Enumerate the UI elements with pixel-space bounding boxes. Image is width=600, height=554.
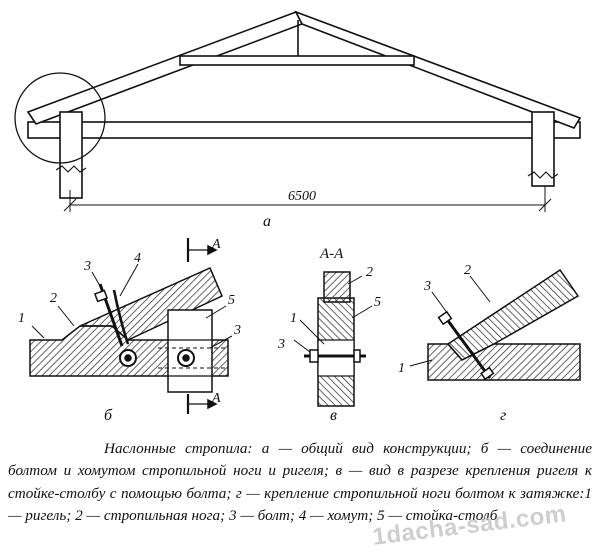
- v-label-1: 1: [290, 311, 297, 326]
- section-mark-top: А: [211, 237, 221, 252]
- figure-caption: Наслонные стропила: а — общий вид констр…: [8, 440, 592, 525]
- g-label-1: 1: [398, 361, 405, 376]
- view-g-label: г: [500, 407, 506, 424]
- detail-circle: [14, 72, 106, 164]
- right-rafter: [294, 10, 582, 129]
- b-label-4: 4: [134, 251, 141, 266]
- g-label-3: 3: [423, 279, 431, 294]
- b-label-2: 2: [50, 291, 57, 306]
- section-mark-bottom: А: [211, 391, 221, 406]
- view-a-label: а: [263, 213, 271, 230]
- rafter-diagram: 6500 а 1: [14, 10, 582, 424]
- clamp: [112, 289, 130, 345]
- b-label-1: 1: [18, 311, 25, 326]
- rafter-section: [323, 271, 351, 303]
- b-label-3: 3: [83, 259, 91, 274]
- collar-beam: [179, 55, 415, 66]
- view-b-label: б: [104, 407, 113, 424]
- v-label-2: 2: [366, 265, 373, 280]
- span-dimension: 6500: [288, 189, 316, 204]
- section-title: А-А: [319, 246, 344, 262]
- right-post: [531, 111, 555, 187]
- section-view-v: [293, 271, 373, 407]
- left-post: [59, 111, 83, 199]
- tie-g: [427, 343, 581, 381]
- v-label-5: 5: [374, 295, 381, 310]
- b-label-3-right: 3: [233, 323, 241, 338]
- left-rafter: [26, 10, 304, 125]
- general-view-a: [14, 10, 582, 212]
- view-v-label: в: [330, 407, 337, 424]
- tie-beam: [27, 121, 581, 139]
- g-label-2: 2: [464, 263, 471, 278]
- rafter-leg-g: [446, 268, 580, 361]
- joint-view-b: [29, 238, 233, 414]
- joint-view-g: [409, 268, 581, 381]
- b-label-5: 5: [228, 293, 235, 308]
- v-label-3: 3: [277, 337, 285, 352]
